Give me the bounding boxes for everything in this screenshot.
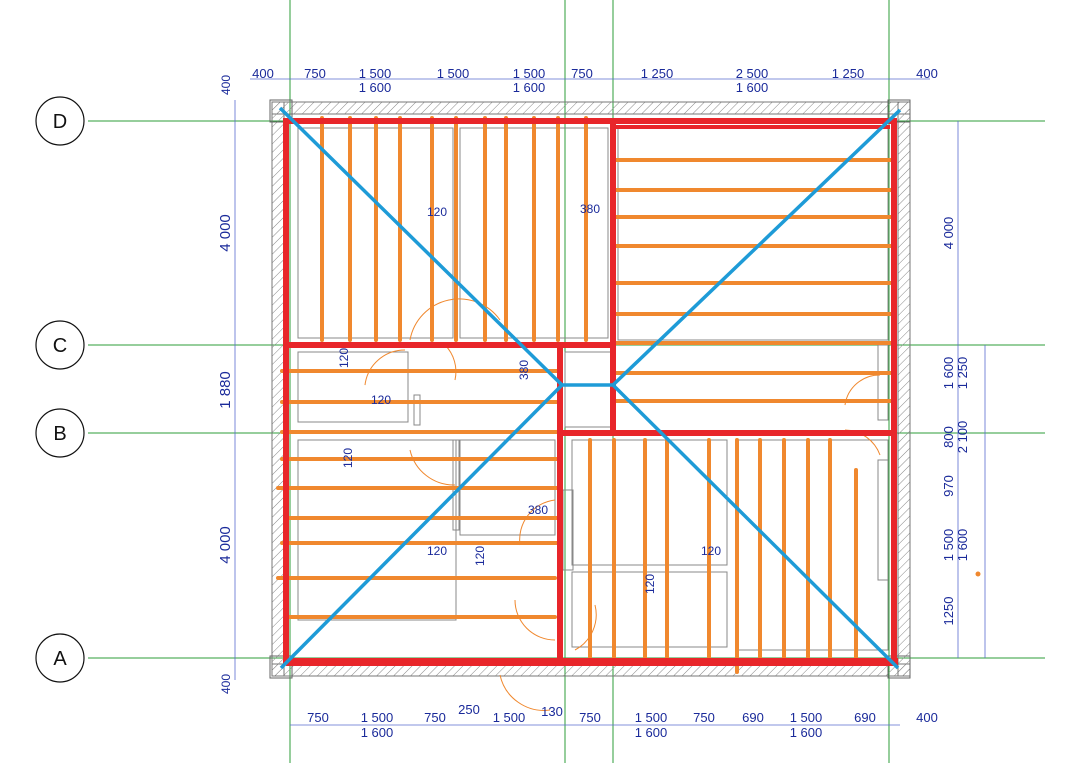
dim-bottom-4: 250 xyxy=(458,702,480,717)
dim-bottom-1: 750 xyxy=(307,710,329,725)
diagonal-br xyxy=(611,383,900,670)
dim-right-6: 1250 xyxy=(941,597,956,626)
dim-left-4: 4 000 xyxy=(217,526,234,564)
dim-top-sub-3: 1 600 xyxy=(736,80,769,95)
diagonal-bl xyxy=(279,383,564,670)
dim-bottom-3: 750 xyxy=(424,710,446,725)
dim-top-3: 1 500 xyxy=(359,66,392,81)
dim-right-1: 4 000 xyxy=(941,217,956,250)
dim-top-9: 1 250 xyxy=(832,66,865,81)
dim-right-5: 1 500 xyxy=(941,529,956,562)
wall-label-10: 120 xyxy=(701,544,721,558)
dim-bottom-12: 690 xyxy=(854,710,876,725)
dimension-lines xyxy=(234,78,986,726)
dimensions-bottom: 750 1 500 750 250 1 500 130 750 1 500 75… xyxy=(307,702,938,740)
wall-label-4: 380 xyxy=(517,360,531,380)
axis-bubble-b: B xyxy=(35,408,85,458)
wall-label-2: 380 xyxy=(580,202,600,216)
joists xyxy=(276,116,895,674)
dim-top-sub-2: 1 600 xyxy=(513,80,546,95)
dim-bottom-sub-1: 1 600 xyxy=(361,725,394,740)
dim-left-5: 400 xyxy=(219,674,233,694)
dimensions-left: 400 4 000 1 880 4 000 400 xyxy=(217,75,234,694)
axis-bubble-d: D xyxy=(35,96,85,146)
dim-top-10: 400 xyxy=(916,66,938,81)
diagonal-braces xyxy=(278,106,902,670)
dim-right-inner-2: 2 100 xyxy=(955,421,970,454)
dim-right-2: 1 600 xyxy=(941,357,956,390)
dim-top-4: 1 500 xyxy=(437,66,470,81)
axis-bubble-c: C xyxy=(35,320,85,370)
dim-bottom-sub-2: 1 600 xyxy=(635,725,668,740)
axis-label-a: A xyxy=(53,648,67,670)
dim-top-8: 2 500 xyxy=(736,66,769,81)
axis-label-b: B xyxy=(53,423,66,445)
dim-bottom-9: 750 xyxy=(693,710,715,725)
dim-top-7: 1 250 xyxy=(641,66,674,81)
dim-right-3: 800 xyxy=(941,426,956,448)
dim-bottom-8: 1 500 xyxy=(635,710,668,725)
dim-top-5: 1 500 xyxy=(513,66,546,81)
marker-dot xyxy=(975,571,981,577)
dim-bottom-7: 750 xyxy=(579,710,601,725)
wall-label-5: 120 xyxy=(371,393,391,407)
dim-bottom-11: 1 500 xyxy=(790,710,823,725)
wall-label-11: 120 xyxy=(643,574,657,594)
dim-top-6: 750 xyxy=(571,66,593,81)
wall-label-8: 380 xyxy=(528,503,548,517)
dim-bottom-10: 690 xyxy=(742,710,764,725)
dimensions-right: 4 000 1 600 800 970 1 500 1250 1 250 2 1… xyxy=(941,217,970,626)
dim-left-3: 1 880 xyxy=(217,371,234,409)
dim-bottom-6: 130 xyxy=(541,704,563,719)
beam-frame xyxy=(283,118,898,666)
dim-left-2: 4 000 xyxy=(217,214,234,252)
wall-label-6: 120 xyxy=(341,448,355,468)
dim-top-sub-1: 1 600 xyxy=(359,80,392,95)
dimensions-top: 400 750 1 500 1 500 1 500 750 1 250 2 50… xyxy=(252,66,938,95)
dim-bottom-13: 400 xyxy=(916,710,938,725)
dim-bottom-2: 1 500 xyxy=(361,710,394,725)
wall-thickness-labels: 120 380 120 380 120 120 120 380 120 120 … xyxy=(337,202,721,594)
dim-top-2: 750 xyxy=(304,66,326,81)
dim-right-inner-3: 1 600 xyxy=(955,529,970,562)
dim-bottom-5: 1 500 xyxy=(493,710,526,725)
outer-walls xyxy=(269,99,911,679)
wall-label-9: 120 xyxy=(473,546,487,566)
wall-label-1: 120 xyxy=(427,205,447,219)
dim-left-1: 400 xyxy=(219,75,233,95)
dim-bottom-sub-3: 1 600 xyxy=(790,725,823,740)
dim-right-inner-1: 1 250 xyxy=(955,357,970,390)
dim-top-1: 400 xyxy=(252,66,274,81)
axis-label-d: D xyxy=(53,111,67,133)
axis-bubble-a: A xyxy=(35,633,85,683)
axis-label-c: C xyxy=(53,335,67,357)
wall-label-3: 120 xyxy=(337,348,351,368)
wall-label-7: 120 xyxy=(427,544,447,558)
axis-bubbles: D C B A xyxy=(35,96,85,683)
dim-right-4: 970 xyxy=(941,475,956,497)
diagonal-tr xyxy=(611,108,902,387)
diagonal-tl xyxy=(278,106,564,387)
